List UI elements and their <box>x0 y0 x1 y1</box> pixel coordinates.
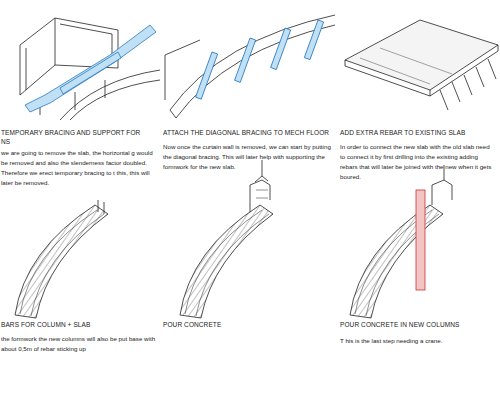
step-description: we are going to remove the slab, the hor… <box>1 148 161 188</box>
step-heading: POUR CONCRETE <box>163 320 221 330</box>
bracing-sketch <box>20 18 160 120</box>
pour-column-sketch <box>350 165 452 318</box>
pour-concrete-sketch <box>180 160 273 318</box>
column-rebar-sketch <box>15 200 108 318</box>
step-heading: BARS FOR COLUMN + SLAB <box>1 320 90 330</box>
step-description: the formwork the new columns will also b… <box>1 334 161 354</box>
diagonal-bracing-sketch <box>165 15 335 118</box>
slab-rebar-sketch <box>345 20 498 110</box>
step-heading: ATTACH THE DIAGONAL BRACING TO MECH FLOO… <box>163 128 329 138</box>
step-heading: TEMPORARY BRACING AND SUPPORT FOR <box>1 128 140 138</box>
step-heading: ADD EXTRA REBAR TO EXISTING SLAB <box>340 128 465 138</box>
step-heading: POUR CONCRETE IN NEW COLUMNS <box>340 320 459 330</box>
step-description: Now once the curtain wall is removed, we… <box>163 142 331 172</box>
step-heading: NS <box>1 137 10 147</box>
step-description: In order to connect the new slab with th… <box>340 142 496 182</box>
step-description: T his is the last step needing a crane. <box>340 336 496 346</box>
